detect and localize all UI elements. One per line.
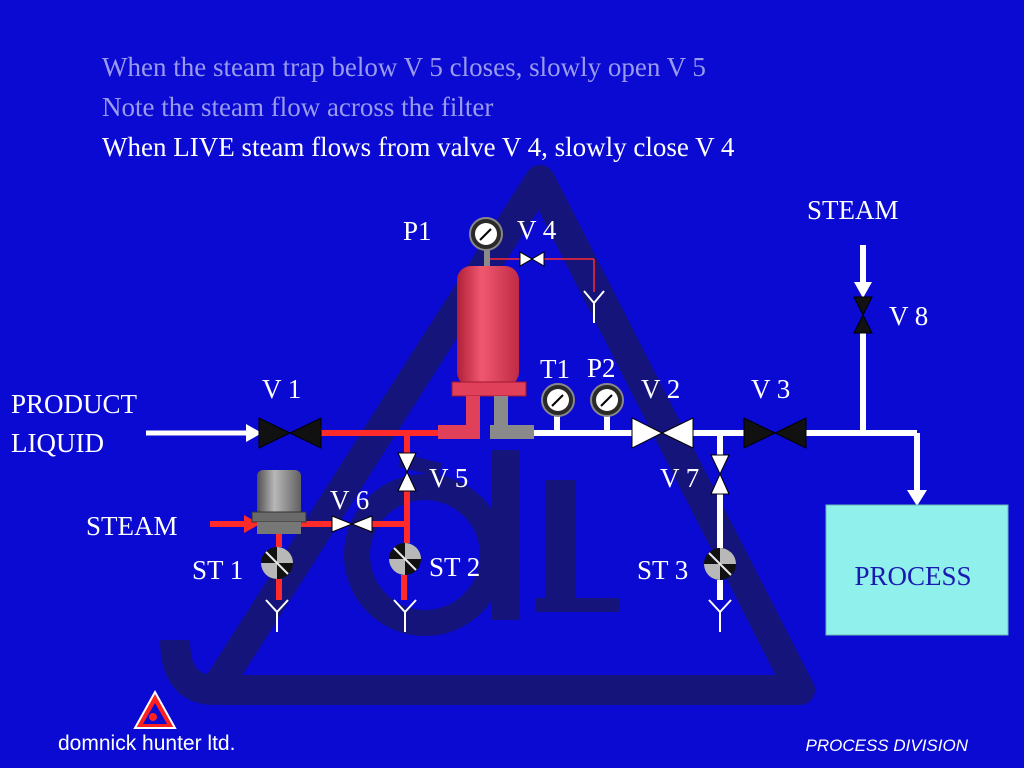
label-v6: V 6 [330, 485, 369, 515]
instruction-line-3: When LIVE steam flows from valve V 4, sl… [102, 132, 735, 162]
pressure-gauge-p1 [469, 217, 503, 251]
label-v8: V 8 [889, 301, 928, 331]
label-v2: V 2 [641, 374, 680, 404]
drain-symbol-st3 [708, 599, 732, 632]
label-v4: V 4 [517, 215, 557, 245]
process-inlet-arrow [907, 490, 927, 506]
label-v1: V 1 [262, 374, 301, 404]
label-product-2: LIQUID [11, 428, 104, 458]
label-st3: ST 3 [637, 555, 688, 585]
pressure-gauge-p2 [590, 383, 624, 417]
label-p1: P1 [403, 216, 432, 246]
label-v7: V 7 [660, 463, 699, 493]
drain-symbol-st2 [393, 599, 417, 632]
footer-company: domnick hunter ltd. [58, 732, 236, 755]
steam-trap-st1 [261, 547, 293, 579]
valve-v3 [743, 417, 807, 449]
label-p2: P2 [587, 353, 616, 383]
valve-v5 [397, 452, 417, 492]
instruction-line-1: When the steam trap below V 5 closes, sl… [102, 52, 706, 82]
label-v3: V 3 [751, 374, 790, 404]
steam-trap-st3 [704, 548, 736, 580]
label-steam-top: STEAM [807, 195, 899, 225]
label-t1: T1 [540, 354, 570, 384]
white-pipework [534, 245, 920, 600]
label-steam-left: STEAM [86, 511, 178, 541]
valve-v6 [331, 515, 373, 533]
steam-inlet-arrow-top [854, 282, 872, 298]
footer-division: PROCESS DIVISION [805, 736, 968, 755]
valve-v8 [853, 296, 873, 334]
steam-trap-st2 [389, 543, 421, 575]
valve-v1 [258, 417, 322, 449]
red-pipework [210, 430, 438, 600]
product-inlet-arrow [146, 424, 262, 442]
valve-v7 [710, 454, 730, 495]
drain-symbol-st1 [265, 599, 289, 632]
steam-filter [251, 470, 307, 534]
label-product-1: PRODUCT [11, 389, 138, 419]
instruction-line-2: Note the steam flow across the filter [102, 92, 494, 122]
process-label: PROCESS [854, 561, 971, 591]
temperature-gauge-t1 [541, 383, 575, 417]
label-v5: V 5 [429, 463, 468, 493]
process-box [825, 504, 1009, 636]
label-st2: ST 2 [429, 552, 480, 582]
label-st1: ST 1 [192, 555, 243, 585]
valve-v2 [631, 417, 694, 449]
company-logo [133, 689, 177, 729]
vent-line-v4 [490, 258, 595, 292]
steam-inlet-arrow-left [244, 515, 260, 533]
vent-symbol-v4 [583, 290, 605, 323]
filter-housing [438, 248, 534, 439]
valve-v4 [519, 251, 545, 267]
